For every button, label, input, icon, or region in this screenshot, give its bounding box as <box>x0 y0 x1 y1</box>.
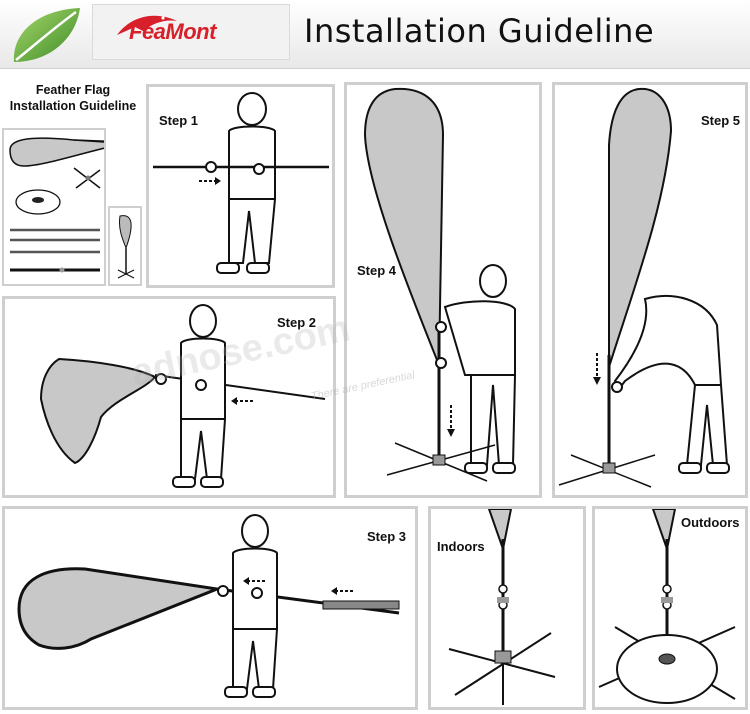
parts-illustration <box>9 137 104 273</box>
step-4-label: Step 4 <box>357 263 397 278</box>
header-bar: FeaMont Installation Guideline <box>0 0 750 69</box>
step-5-cross-base <box>558 454 656 488</box>
green-leaf-logo <box>13 8 81 62</box>
step-1-illustration <box>153 92 329 274</box>
intro-line-1: Feather Flag <box>35 83 111 97</box>
intro-line-2: Installation Guideline <box>9 99 137 113</box>
brand-logo-box: FeaMont <box>92 4 290 60</box>
outdoors-illustration <box>598 509 736 704</box>
indoors-cross-base <box>448 632 556 705</box>
flag-fabric-part <box>9 137 104 167</box>
step-2-illustration <box>39 304 326 488</box>
fish-logo-icon <box>117 15 177 35</box>
outdoors-water-base <box>598 626 736 704</box>
step-4-panel: Step 4 <box>344 82 542 498</box>
step-2-label: Step 2 <box>277 315 317 330</box>
cross-base-part <box>73 167 101 189</box>
step-1-panel: Step 1 <box>146 84 335 288</box>
pole-sections-part <box>10 228 100 273</box>
step-3-label: Step 3 <box>367 529 407 544</box>
parts-panel <box>2 128 106 286</box>
pole-tip-part <box>73 139 104 143</box>
step-3-panel: Step 3 <box>2 506 418 710</box>
water-base-part <box>15 189 61 215</box>
step-4-cross-base <box>386 442 496 482</box>
step-4-illustration <box>363 87 517 482</box>
step-5-panel: Step 5 <box>552 82 748 498</box>
brand-name: FeaMont <box>129 19 216 44</box>
step-2-panel: Step 2 <box>2 296 336 498</box>
assembled-flag-thumbnail <box>108 206 142 286</box>
step-5-illustration <box>558 87 730 488</box>
step-1-label: Step 1 <box>159 113 199 128</box>
step-5-label: Step 5 <box>701 113 741 128</box>
indoors-panel: Indoors <box>428 506 586 710</box>
page-title: Installation Guideline <box>304 12 655 50</box>
outdoors-panel: Outdoors <box>592 506 748 710</box>
indoors-illustration <box>448 509 556 705</box>
step-3-illustration <box>17 514 400 698</box>
outdoors-label: Outdoors <box>681 515 740 530</box>
indoors-label: Indoors <box>437 539 485 554</box>
intro-caption: Feather Flag Installation Guideline <box>0 82 146 114</box>
